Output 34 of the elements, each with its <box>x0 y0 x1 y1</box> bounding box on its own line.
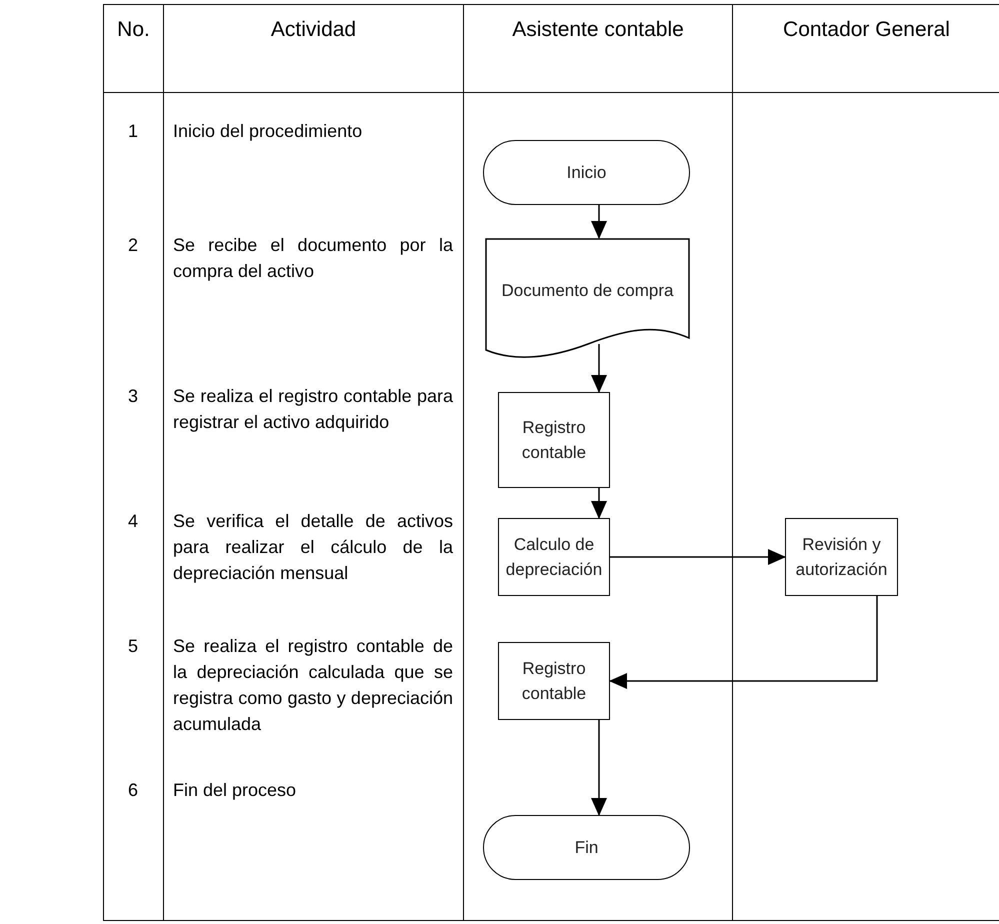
activity-description: Inicio del procedimiento <box>173 120 364 143</box>
node-label: Inicio <box>566 162 606 184</box>
activity-description: Se realiza el registro contable de la depreciación calculada que se registra como gasto y depreciación acumulada <box>173 635 453 736</box>
process-box <box>498 642 610 720</box>
column-header: No. <box>116 17 151 43</box>
node-label: Registro contable <box>520 417 588 464</box>
arrow <box>609 596 878 689</box>
column-header: Actividad <box>270 17 358 43</box>
arrow <box>591 488 607 519</box>
node-label: Registro contable <box>520 658 588 705</box>
process-box <box>498 518 610 596</box>
activity-description: Se recibe el documento por la compra del activo <box>173 234 453 283</box>
column-header: Contador General <box>782 17 951 43</box>
node-label: Calculo de depreciación <box>504 534 604 581</box>
arrow <box>591 344 607 393</box>
node-label: Documento de compra <box>502 280 674 302</box>
column-header: Asistente contable <box>511 17 685 43</box>
activity-description: Se realiza el registro contable para registrar el activo adquirido <box>173 385 453 434</box>
process-box <box>498 392 610 488</box>
step-number: 5 <box>126 635 139 658</box>
arrow <box>591 205 607 239</box>
node-label: Revisión y autorización <box>794 534 888 581</box>
step-number: 3 <box>126 385 139 408</box>
step-number: 4 <box>126 510 139 533</box>
node-label: Fin <box>574 837 598 859</box>
activity-description: Fin del proceso <box>173 779 298 802</box>
arrow <box>591 720 607 816</box>
process-box <box>785 518 898 596</box>
step-number: 1 <box>126 120 139 143</box>
step-number: 6 <box>126 779 139 802</box>
step-number: 2 <box>126 234 139 257</box>
document-shape <box>485 238 690 360</box>
activity-description: Se verifica el detalle de activos para realizar el cálculo de la depreciación mensual <box>173 510 453 585</box>
arrow <box>610 549 786 565</box>
